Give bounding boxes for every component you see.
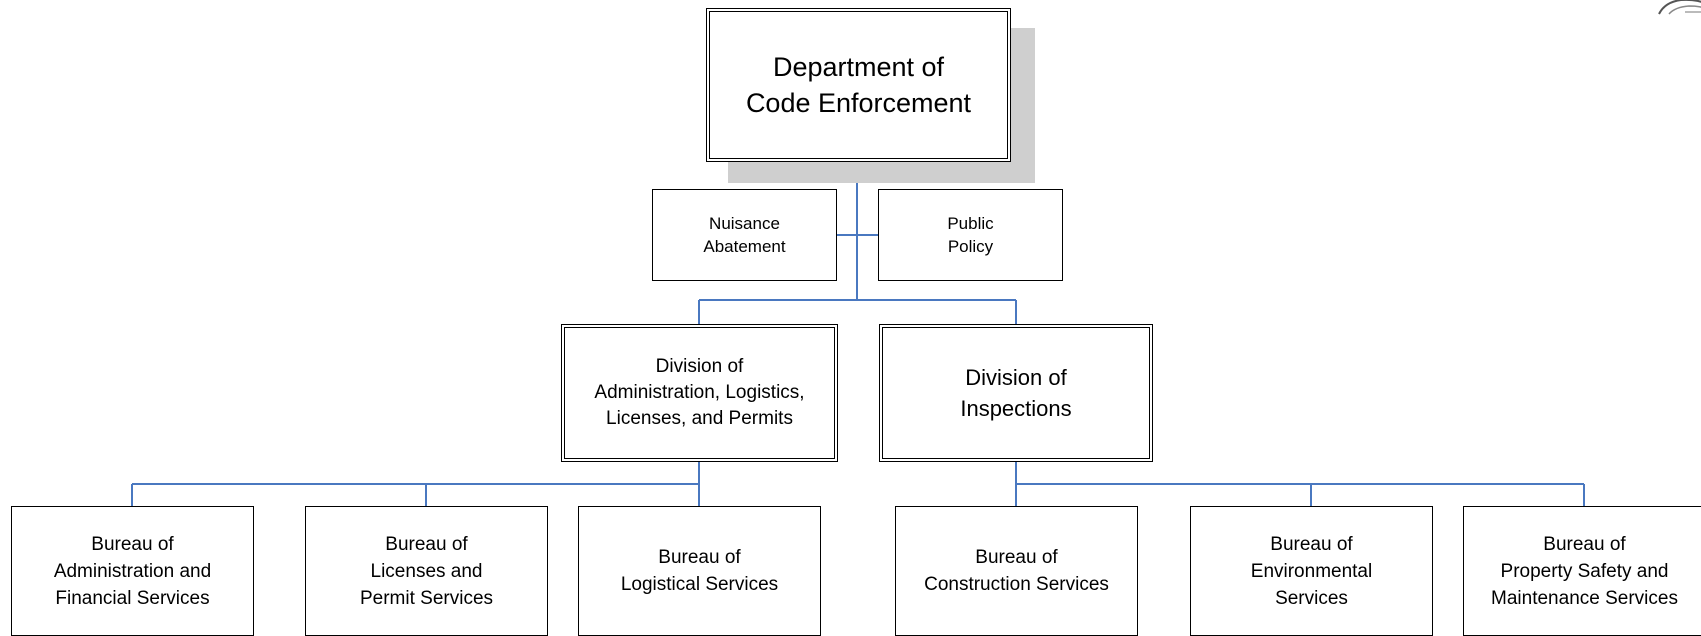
bureau-label-administration-financial: Bureau of Administration and Financial S… [53, 533, 212, 609]
bureau-box-logistical: Bureau of Logistical Services [578, 506, 821, 636]
bureau-box-property-safety: Bureau of Property Safety and Maintenanc… [1463, 506, 1701, 636]
bureau-box-construction: Bureau of Construction Services [895, 506, 1138, 636]
corner-logo-fragment-icon [1658, 0, 1701, 15]
staff-box-nuisance-abatement: Nuisance Abatement [652, 189, 837, 281]
department-label: Department of Code Enforcement [745, 52, 972, 118]
bureau-box-administration-financial: Bureau of Administration and Financial S… [11, 506, 254, 636]
bureau-label-licenses-permit: Bureau of Licenses and Permit Services [359, 533, 494, 609]
department-box: Department of Code Enforcement [706, 8, 1011, 162]
division-box-inspections: Division of Inspections [879, 324, 1153, 462]
division-box-administration: Division of Administration, Logistics, L… [561, 324, 838, 462]
bureau-label-logistical: Bureau of Logistical Services [620, 547, 779, 595]
bureau-label-environmental: Bureau of Environmental Services [1250, 533, 1373, 609]
staff-label-nuisance-abatement: Nuisance Abatement [703, 214, 786, 256]
division-label-inspections: Division of Inspections [960, 365, 1072, 421]
staff-label-public-policy: Public Policy [947, 214, 994, 256]
bureau-box-environmental: Bureau of Environmental Services [1190, 506, 1433, 636]
division-label-administration: Division of Administration, Logistics, L… [594, 356, 805, 429]
staff-box-public-policy: Public Policy [878, 189, 1063, 281]
bureau-label-construction: Bureau of Construction Services [924, 547, 1109, 595]
bureau-box-licenses-permit: Bureau of Licenses and Permit Services [305, 506, 548, 636]
bureau-label-property-safety: Bureau of Property Safety and Maintenanc… [1491, 533, 1678, 609]
